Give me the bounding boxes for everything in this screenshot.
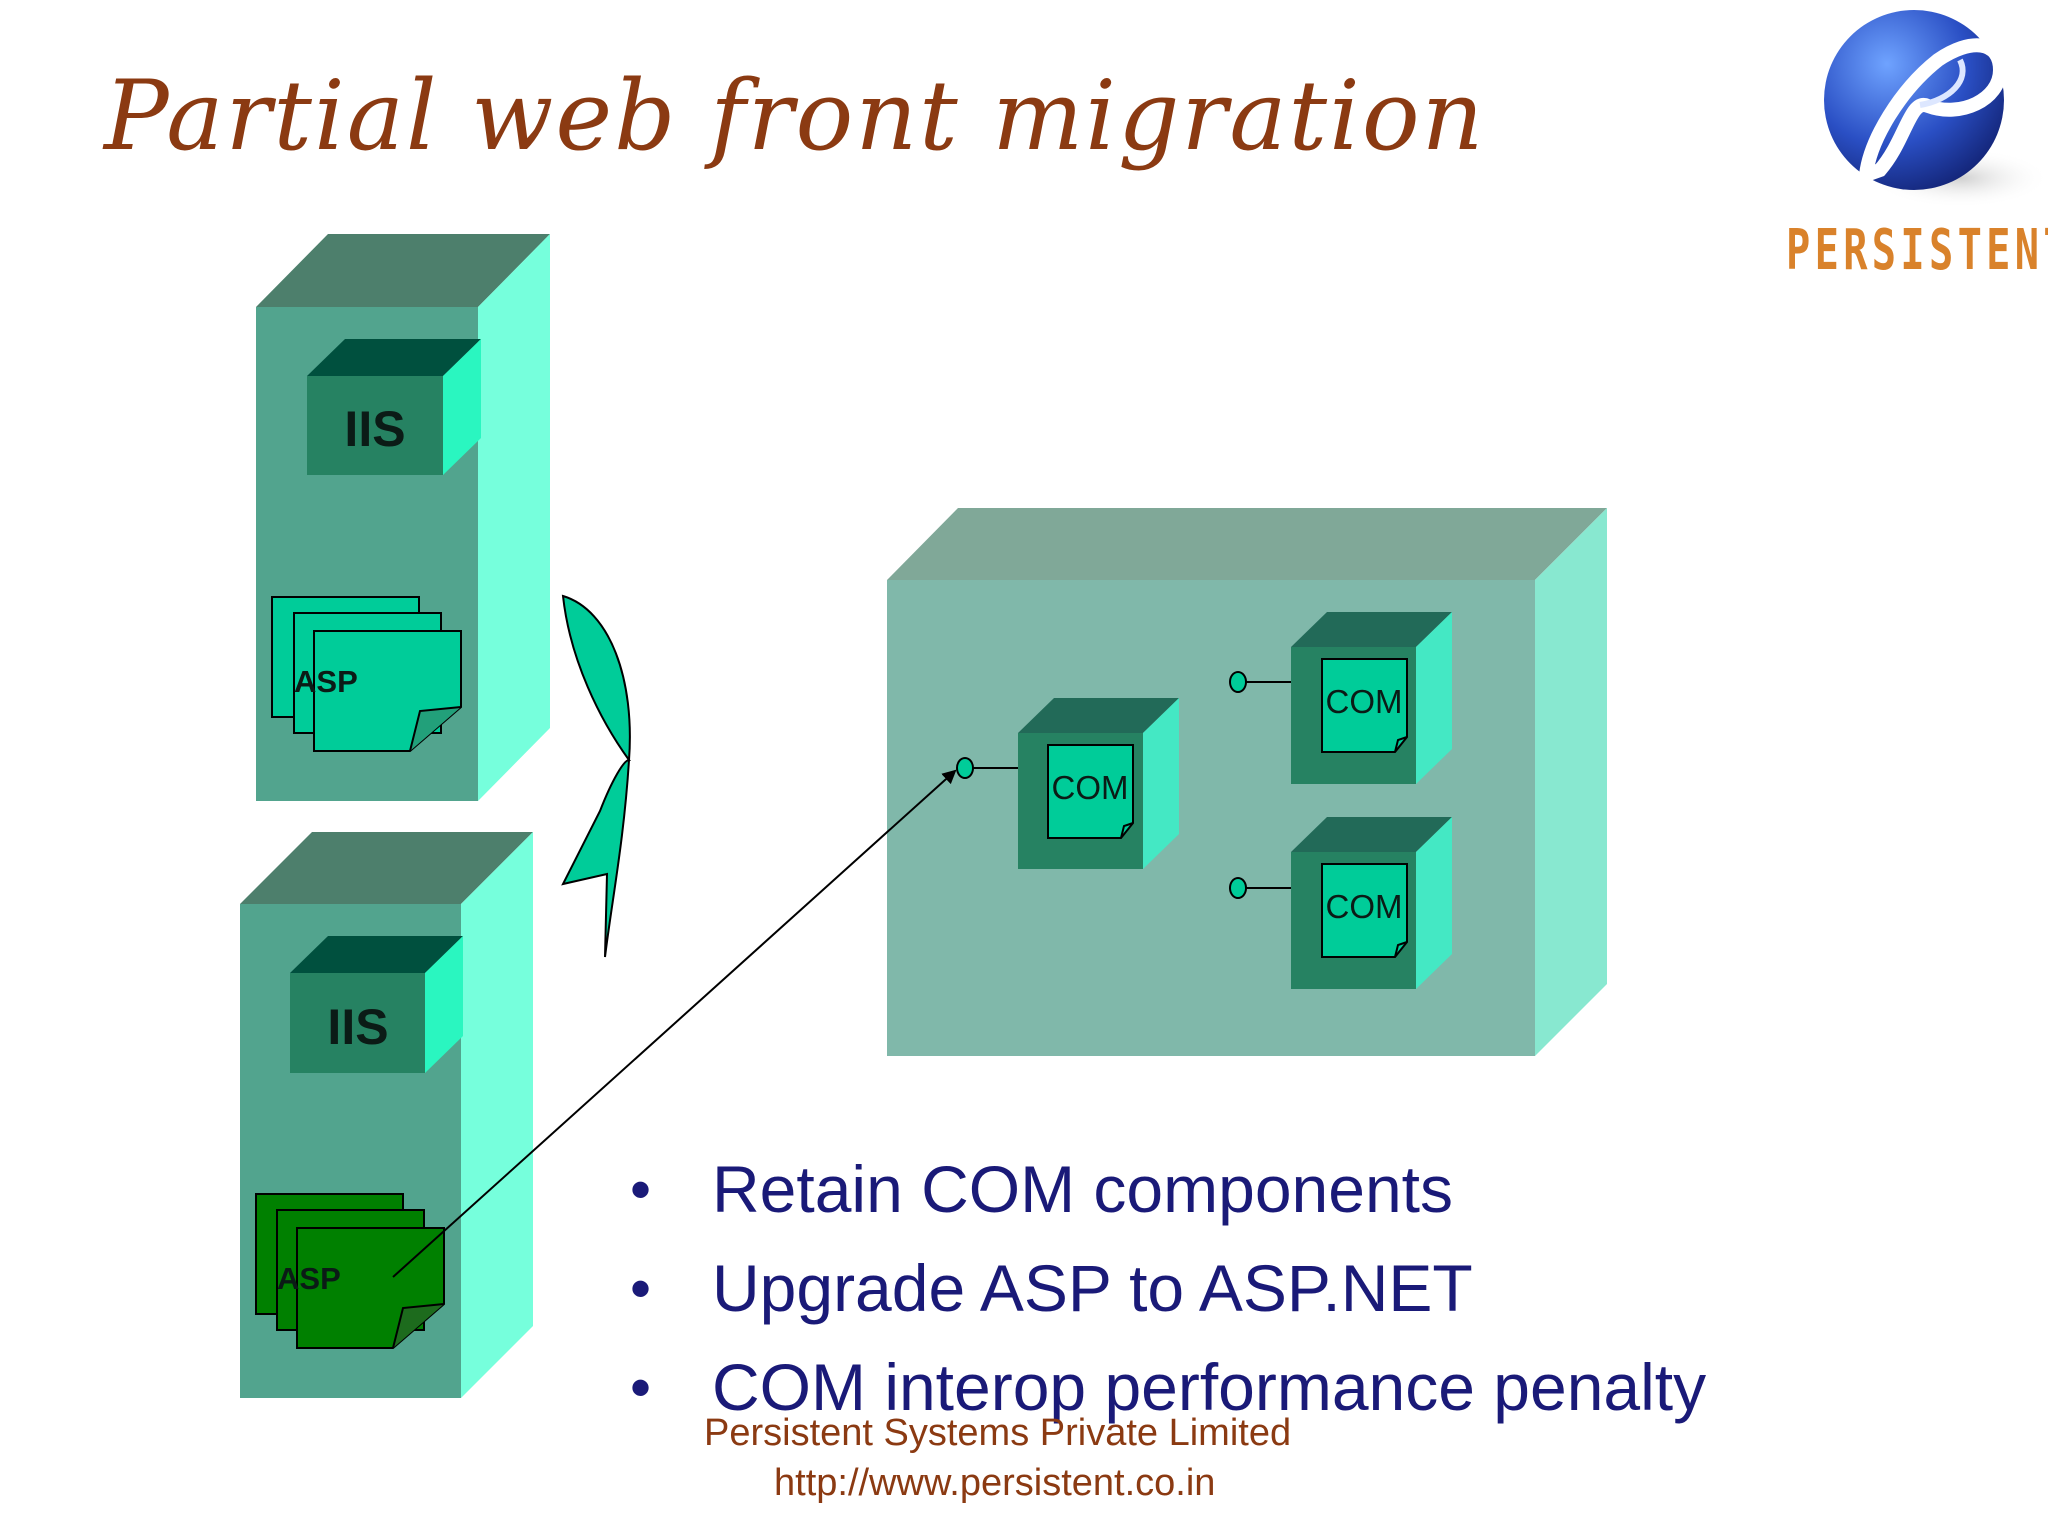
- logo-text: PERSISTENT: [1786, 218, 2048, 283]
- bullet-list: • Retain COM components • Upgrade ASP to A…: [630, 1140, 1706, 1437]
- bullet-item: • Upgrade ASP to ASP.NET: [630, 1239, 1706, 1338]
- asp-docs-bottom: ASP: [255, 1193, 445, 1349]
- footer-company: Persistent Systems Private Limited: [704, 1412, 1292, 1454]
- bullet-dot: •: [630, 1255, 652, 1322]
- bullet-text: Retain COM components: [712, 1152, 1453, 1226]
- migration-arrow: [561, 594, 631, 958]
- iis-label-bottom: IIS: [327, 999, 388, 1055]
- interface-lollipop-2: [1229, 671, 1247, 693]
- bullet-item: • Retain COM components: [630, 1140, 1706, 1239]
- asp-to-com-arrow: [392, 769, 957, 1278]
- server-bottom: IIS ASP: [240, 832, 533, 1398]
- interface-lollipop-3: [1229, 877, 1247, 899]
- slide-title: Partial web front migration: [104, 60, 1486, 172]
- iis-box-top: IIS: [307, 339, 481, 475]
- bullet-dot: •: [630, 1354, 652, 1421]
- com-box-1: COM: [956, 698, 1179, 869]
- footer-url: http://www.persistent.co.in: [774, 1462, 1216, 1504]
- com-label-2: COM: [1326, 683, 1403, 720]
- bullet-text: Upgrade ASP to ASP.NET: [712, 1251, 1473, 1325]
- iis-label-top: IIS: [344, 401, 405, 457]
- asp-label-top: ASP: [294, 664, 358, 699]
- bullet-item: • COM interop performance penalty: [630, 1338, 1706, 1437]
- asp-label-bottom: ASP: [277, 1261, 341, 1296]
- interface-lollipop-1: [956, 757, 974, 779]
- com-label-1: COM: [1052, 769, 1129, 806]
- bullet-dot: •: [630, 1156, 652, 1223]
- com-label-3: COM: [1326, 888, 1403, 925]
- server-top: IIS ASP: [256, 234, 550, 801]
- com-box-2: COM: [1229, 612, 1452, 784]
- iis-box-bottom: IIS: [290, 936, 463, 1073]
- asp-docs-top: ASP: [271, 596, 462, 752]
- component-host: COM COM COM: [887, 508, 1607, 1056]
- com-box-3: COM: [1229, 817, 1452, 989]
- bullet-text: COM interop performance penalty: [712, 1350, 1707, 1424]
- persistent-globe-logo-icon: [1824, 10, 2048, 208]
